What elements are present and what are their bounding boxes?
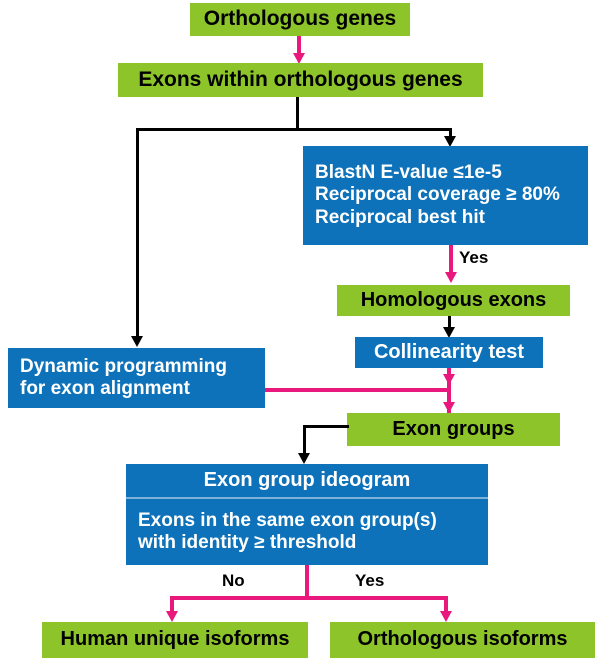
edge-label-blast-yes: Yes	[459, 248, 489, 267]
edge-genes-to-exons	[297, 36, 301, 56]
ideogram-criteria-line-1: Exons in the same exon group(s)	[138, 509, 437, 531]
edge-label-identity-no: No	[222, 571, 245, 590]
node-orthologous-genes-label: Orthologous genes	[203, 7, 397, 31]
arrowhead-to-collinearity	[443, 327, 455, 338]
arrowhead-collinearity-midjoin	[443, 374, 455, 385]
edge-ideogram-trunk	[305, 565, 309, 599]
edge-exon-groups-elbow-horizontal	[303, 425, 349, 428]
ideogram-criteria-line-2: with identity ≥ threshold	[138, 532, 357, 553]
arrowhead-to-exon-groups	[443, 402, 455, 413]
edge-left-branch-to-dynamic-programming	[136, 128, 139, 338]
edge-exon-groups-elbow-vertical	[303, 425, 306, 458]
arrowhead-to-dynamic-programming	[131, 336, 143, 347]
arrowhead-yes-branch	[440, 611, 452, 622]
ideogram-divider	[126, 497, 488, 499]
node-collinearity-test-label: Collinearity test	[373, 340, 525, 363]
dynamic-programming-line-2: for exon alignment	[20, 378, 190, 399]
node-orthologous-isoforms: Orthologous isoforms	[330, 622, 595, 658]
arrowhead-blast-yes	[445, 272, 457, 283]
edge-blast-yes	[449, 245, 453, 275]
node-exon-groups: Exon groups	[347, 413, 560, 446]
blast-criteria-line-3: Reciprocal best hit	[315, 206, 485, 228]
node-exons-within-label: Exons within orthologous genes	[138, 67, 463, 91]
edge-exons-split-bar	[136, 128, 452, 131]
node-ideogram-criteria: Exons in the same exon group(s) with ide…	[126, 499, 488, 565]
dynamic-programming-line-1: Dynamic programming	[20, 355, 227, 377]
blast-criteria-line-2: Reciprocal coverage ≥ 80%	[315, 184, 560, 206]
edge-ideogram-split-bar	[170, 596, 448, 600]
node-human-unique-isoforms: Human unique isoforms	[42, 622, 308, 658]
edge-homologous-to-collinearity	[448, 316, 451, 330]
edge-yes-branch	[444, 596, 448, 616]
node-human-unique-isoforms-label: Human unique isoforms	[60, 628, 290, 651]
node-homologous-exons: Homologous exons	[337, 285, 570, 316]
node-exon-group-ideogram-header: Exon group ideogram	[126, 464, 488, 497]
node-exon-groups-label: Exon groups	[392, 417, 515, 440]
node-orthologous-isoforms-label: Orthologous isoforms	[357, 628, 568, 651]
arrowhead-no-branch	[166, 611, 178, 622]
edge-right-branch-to-blast	[449, 128, 452, 140]
node-collinearity-test: Collinearity test	[355, 337, 543, 368]
edge-no-branch	[170, 596, 174, 616]
ideogram-header-label: Exon group ideogram	[203, 468, 411, 491]
arrowhead-to-ideogram	[298, 453, 310, 464]
blast-criteria-line-1: BlastN E-value ≤1e-5	[315, 161, 502, 183]
edge-dynamic-programming-join	[265, 388, 451, 392]
edge-label-identity-yes: Yes	[355, 571, 385, 590]
node-orthologous-genes: Orthologous genes	[190, 3, 410, 36]
arrowhead-to-blast-criteria	[444, 136, 456, 147]
node-dynamic-programming: Dynamic programming for exon alignment	[8, 348, 265, 408]
node-blast-criteria: BlastN E-value ≤1e-5 Reciprocal coverage…	[303, 146, 588, 245]
edge-exons-trunk	[296, 97, 299, 129]
node-homologous-exons-label: Homologous exons	[360, 288, 547, 311]
arrowhead-genes-to-exons	[293, 53, 305, 64]
node-exons-within-orthologous-genes: Exons within orthologous genes	[118, 63, 483, 97]
